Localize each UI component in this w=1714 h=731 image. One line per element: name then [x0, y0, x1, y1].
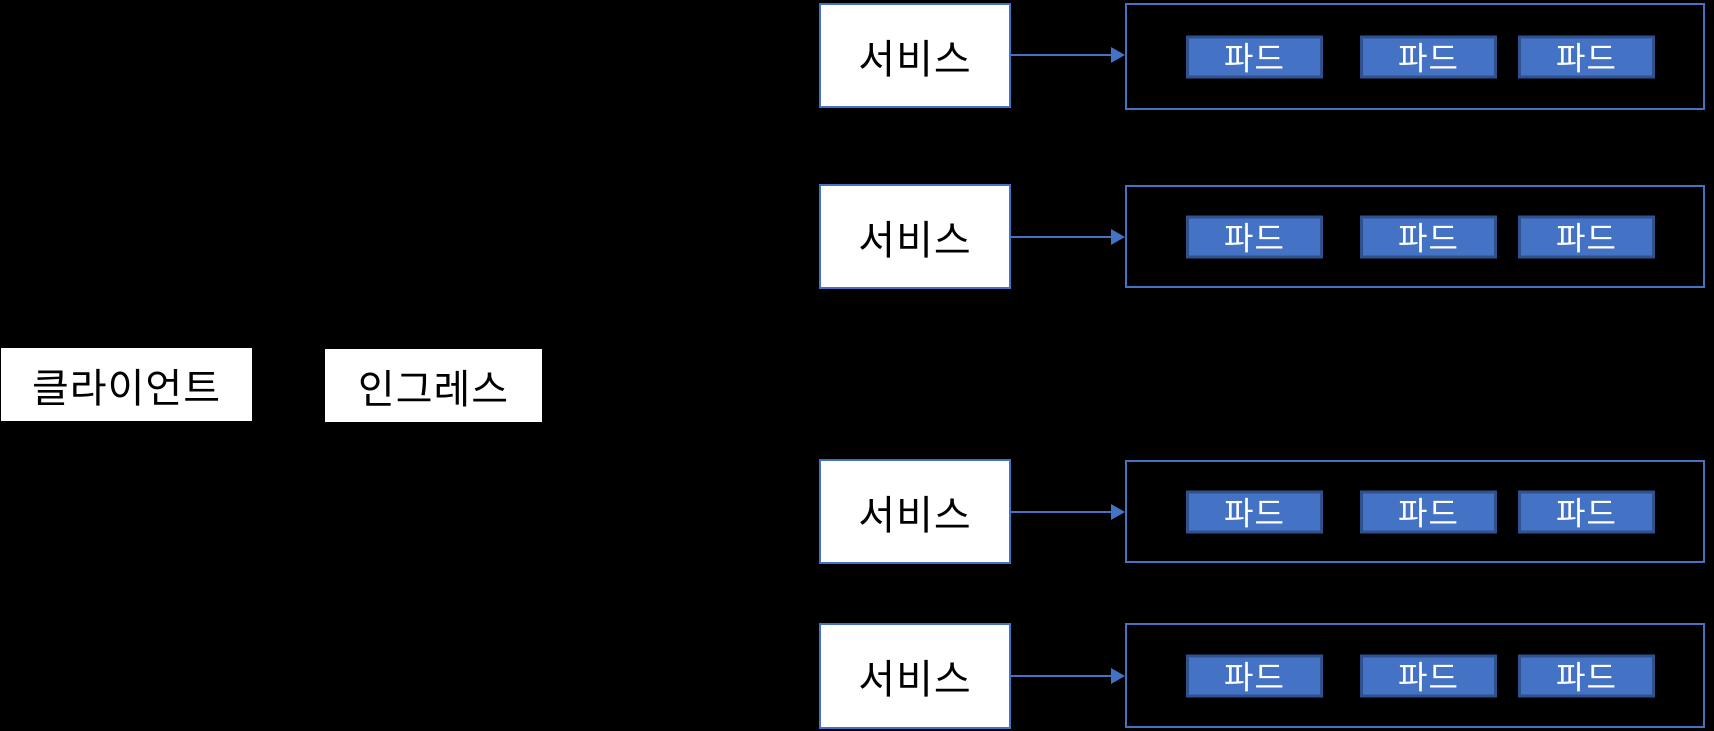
- service-node-label: 서비스: [858, 218, 972, 263]
- client-node-label: 클라이언트: [32, 366, 221, 411]
- pod-node-label: 파드: [1224, 495, 1285, 532]
- pod-group-2: 파드 파드 파드: [1125, 185, 1705, 288]
- pod-node: 파드: [1186, 654, 1323, 697]
- arrowhead-right-icon: [1111, 229, 1125, 245]
- service-node-4: 서비스: [819, 623, 1011, 729]
- service-to-pods-arrow-3: [1011, 504, 1125, 520]
- arrowhead-right-icon: [1111, 668, 1125, 684]
- ingress-node-label: 인그레스: [357, 367, 510, 412]
- pod-node: 파드: [1518, 35, 1655, 78]
- pod-node-label: 파드: [1398, 40, 1459, 77]
- service-to-pods-arrow-4: [1011, 668, 1125, 684]
- pod-node: 파드: [1518, 490, 1655, 533]
- service-node-2: 서비스: [819, 184, 1011, 289]
- ingress-node: 인그레스: [325, 349, 542, 422]
- arrowhead-right-icon: [1111, 47, 1125, 63]
- pod-group-1: 파드 파드 파드: [1125, 3, 1705, 110]
- pod-node-label: 파드: [1224, 220, 1285, 257]
- service-node-1: 서비스: [819, 3, 1011, 108]
- pod-node-label: 파드: [1224, 659, 1285, 696]
- pod-node-label: 파드: [1398, 220, 1459, 257]
- pod-node: 파드: [1360, 35, 1497, 78]
- pod-node-label: 파드: [1224, 40, 1285, 77]
- pod-node-label: 파드: [1556, 40, 1617, 77]
- service-node-label: 서비스: [858, 658, 972, 702]
- service-to-pods-arrow-2: [1011, 229, 1125, 245]
- pod-node: 파드: [1360, 215, 1497, 258]
- service-node-label: 서비스: [858, 37, 972, 82]
- pod-node-label: 파드: [1556, 495, 1617, 532]
- pod-group-4: 파드 파드 파드: [1125, 623, 1705, 728]
- pod-node: 파드: [1186, 35, 1323, 78]
- arrowhead-right-icon: [1111, 504, 1125, 520]
- service-node-3: 서비스: [819, 459, 1011, 564]
- pod-node-label: 파드: [1398, 495, 1459, 532]
- client-node: 클라이언트: [1, 348, 252, 421]
- pod-node: 파드: [1518, 215, 1655, 258]
- pod-node: 파드: [1186, 490, 1323, 533]
- pod-node-label: 파드: [1556, 220, 1617, 257]
- pod-node: 파드: [1360, 654, 1497, 697]
- pod-node: 파드: [1186, 215, 1323, 258]
- arrow-line: [1011, 54, 1113, 56]
- pod-node: 파드: [1360, 490, 1497, 533]
- pod-node: 파드: [1518, 654, 1655, 697]
- pod-node-label: 파드: [1398, 659, 1459, 696]
- arrow-line: [1011, 511, 1113, 513]
- arrow-line: [1011, 675, 1113, 677]
- arrow-line: [1011, 236, 1113, 238]
- pod-group-3: 파드 파드 파드: [1125, 460, 1705, 563]
- service-node-label: 서비스: [858, 493, 972, 538]
- pod-node-label: 파드: [1556, 659, 1617, 696]
- service-to-pods-arrow-1: [1011, 47, 1125, 63]
